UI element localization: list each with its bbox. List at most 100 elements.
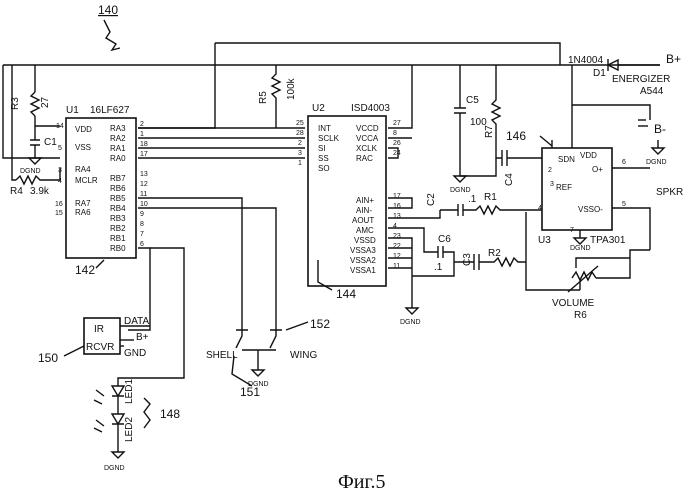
u1-part: 16LF627 bbox=[90, 105, 130, 116]
c6-value: .1 bbox=[434, 262, 443, 273]
r7-label: R7 bbox=[484, 125, 495, 138]
r1-resistor bbox=[463, 206, 542, 214]
gnd-label: GND bbox=[124, 348, 146, 359]
led1-diode bbox=[112, 386, 124, 396]
u1-pin-rb4: RB4 bbox=[110, 204, 126, 213]
c3-label: C3 bbox=[462, 253, 473, 266]
c5-label: C5 bbox=[466, 95, 479, 106]
u1-num-12: 12 bbox=[140, 181, 148, 188]
ref-150: 150 bbox=[38, 351, 58, 365]
u1-name: U1 bbox=[66, 105, 79, 116]
c4-capacitor bbox=[502, 150, 507, 166]
u2-num-24: 24 bbox=[393, 150, 401, 157]
u2-pin-rac: RAC bbox=[356, 154, 373, 163]
u1-num-9: 9 bbox=[140, 211, 144, 218]
r2-label: R2 bbox=[488, 248, 501, 259]
u1-pin-ra6: RA6 bbox=[75, 208, 91, 217]
u1-num-4: 4 bbox=[58, 178, 62, 185]
ref-142: 142 bbox=[75, 263, 95, 277]
r5-value: 100k bbox=[286, 77, 297, 100]
r3-value: 27 bbox=[40, 96, 51, 108]
volume-label: VOLUME bbox=[552, 298, 595, 309]
led2-diode bbox=[112, 414, 124, 424]
u2-num-2: 2 bbox=[298, 140, 302, 147]
spkr-label: SPKR bbox=[656, 187, 683, 198]
u1-pin-ra0: RA0 bbox=[110, 154, 126, 163]
u2-pin-vssa2: VSSA2 bbox=[350, 256, 376, 265]
d1-part: 1N4004 bbox=[568, 55, 603, 66]
u2-pin-ainm: AIN- bbox=[356, 206, 372, 215]
d1-label: D1 bbox=[593, 68, 606, 79]
dgnd-battery: DGND bbox=[646, 159, 667, 166]
u3-name: U3 bbox=[538, 235, 551, 246]
u2-pin-sclk: SCLK bbox=[318, 134, 340, 143]
wing-switch bbox=[270, 330, 282, 348]
u1-pin-ra1: RA1 bbox=[110, 144, 126, 153]
u3-pin-vdd: VDD bbox=[580, 151, 597, 160]
u3-num-7: 7 bbox=[570, 227, 574, 234]
u2-num-12: 12 bbox=[393, 253, 401, 260]
u3-num-2: 2 bbox=[548, 167, 552, 174]
dgnd-c1: DGND bbox=[20, 168, 41, 175]
u1-num-16: 16 bbox=[55, 201, 63, 208]
u1-num-1: 1 bbox=[140, 131, 144, 138]
u1-pin-mclr: MCLR bbox=[75, 176, 98, 185]
battery-label: A544 bbox=[640, 86, 664, 97]
u3-pin-oplus: O+ bbox=[592, 165, 603, 174]
u3-num-4: 4 bbox=[538, 205, 542, 212]
r6-label: R6 bbox=[574, 310, 587, 321]
ref-144: 144 bbox=[336, 287, 356, 301]
u3-num-5: 5 bbox=[622, 201, 626, 208]
u2-num-8: 8 bbox=[393, 130, 397, 137]
vcc-top-wire bbox=[215, 43, 560, 65]
ra3-wire bbox=[138, 43, 215, 128]
u2-num-11: 11 bbox=[393, 263, 400, 270]
u2-num-25: 25 bbox=[296, 120, 304, 127]
r6-resistor bbox=[572, 272, 596, 290]
c3-capacitor bbox=[474, 254, 479, 270]
energizer-label: ENERGIZER bbox=[612, 74, 670, 85]
c4-label: C4 bbox=[504, 173, 515, 186]
u2-num-27: 27 bbox=[393, 120, 401, 127]
ref-151: 151 bbox=[240, 385, 260, 399]
dgnd-c5: DGND bbox=[450, 187, 471, 194]
bplus-label: B+ bbox=[666, 52, 681, 66]
led1-label: LED1 bbox=[124, 379, 135, 404]
u1-pin-ra3: RA3 bbox=[110, 124, 126, 133]
u3-part: TPA301 bbox=[590, 235, 626, 246]
u2-num-1: 1 bbox=[298, 160, 302, 167]
ir-label-1: IR bbox=[94, 324, 104, 335]
led2-label: LED2 bbox=[124, 417, 135, 442]
c2-label: C2 bbox=[426, 193, 437, 206]
ref-140-squiggle bbox=[104, 20, 120, 50]
r3-resistor bbox=[31, 92, 39, 116]
u3-pin-sdn: SDN bbox=[558, 155, 575, 164]
u1-pin-rb1: RB1 bbox=[110, 234, 126, 243]
u1-num-18: 18 bbox=[140, 141, 148, 148]
u1-pin-rb0: RB0 bbox=[110, 244, 126, 253]
u3-pin-vss: VSS bbox=[578, 205, 594, 214]
u1-pin-rb2: RB2 bbox=[110, 224, 126, 233]
u3-num-6: 6 bbox=[622, 159, 626, 166]
shell-switch bbox=[236, 330, 248, 348]
c1-capacitor bbox=[30, 140, 40, 145]
u2-num-3: 3 bbox=[298, 150, 302, 157]
u2-num-28: 28 bbox=[296, 130, 304, 137]
u1-pin-vdd: VDD bbox=[75, 125, 92, 134]
ir-label-2: RCVR bbox=[86, 342, 114, 353]
u2-num-23: 23 bbox=[393, 233, 401, 240]
c6-label: C6 bbox=[438, 234, 451, 245]
r5-label: R5 bbox=[258, 91, 269, 104]
dgnd-u2: DGND bbox=[400, 319, 421, 326]
u1-pin-rb7: RB7 bbox=[110, 174, 126, 183]
u2-num-22: 22 bbox=[393, 243, 401, 250]
ref-146: 146 bbox=[506, 129, 526, 143]
c2-capacitor bbox=[458, 204, 463, 216]
u1-num-10: 10 bbox=[140, 201, 148, 208]
u2-pin-ss: SS bbox=[318, 154, 329, 163]
c6-capacitor bbox=[438, 246, 443, 258]
u2-num-13: 13 bbox=[393, 213, 401, 220]
u1-num-13: 13 bbox=[140, 171, 148, 178]
u1-num-6: 6 bbox=[140, 241, 144, 248]
